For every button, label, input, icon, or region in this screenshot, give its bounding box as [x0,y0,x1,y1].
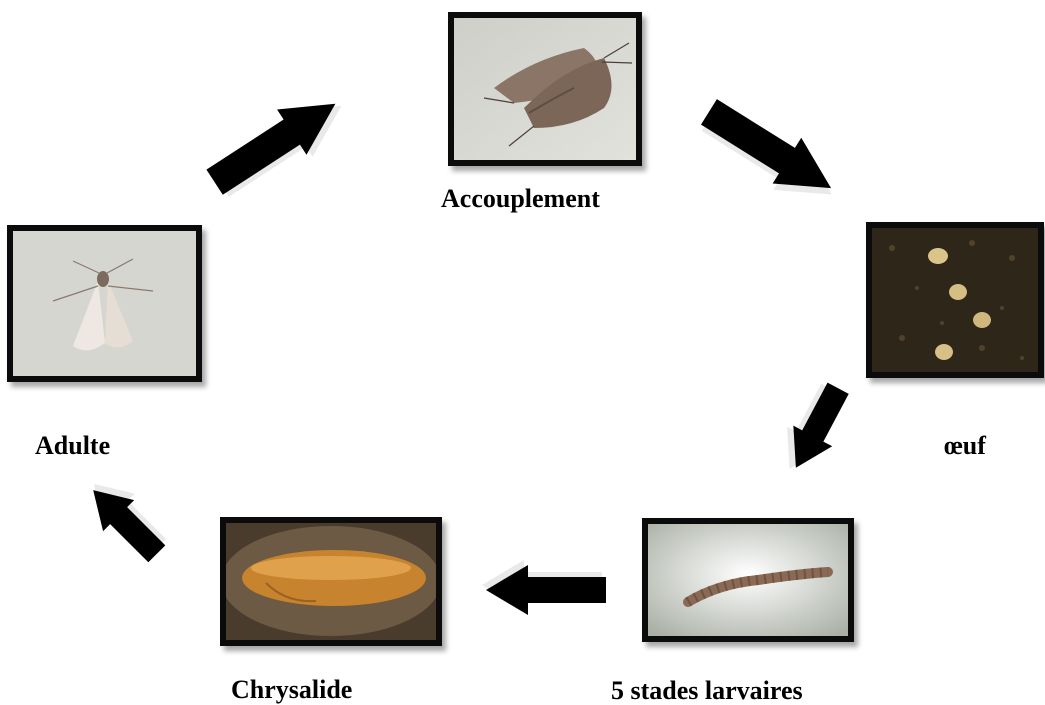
arrow-chrysalide-to-adulte-icon [70,472,180,572]
pupa-photo [220,517,442,646]
arrow-adulte-to-accouplement-icon [195,88,355,198]
eggs-photo [866,222,1044,378]
mating-moths-photo [448,12,642,166]
label-chrysalide: Chrysalide [231,677,352,703]
label-accouplement: Accouplement [441,186,600,212]
arrow-oeuf-to-larves-icon [762,378,872,478]
label-larves: 5 stades larvaires [611,678,803,704]
arrow-larves-to-chrysalide-icon [480,550,615,630]
adult-moth-photo [7,225,202,382]
larva-photo [642,518,854,642]
label-adulte: Adulte [35,433,110,459]
arrow-accouplement-to-oeuf-icon [690,92,850,207]
label-oeuf: œuf [944,433,986,459]
